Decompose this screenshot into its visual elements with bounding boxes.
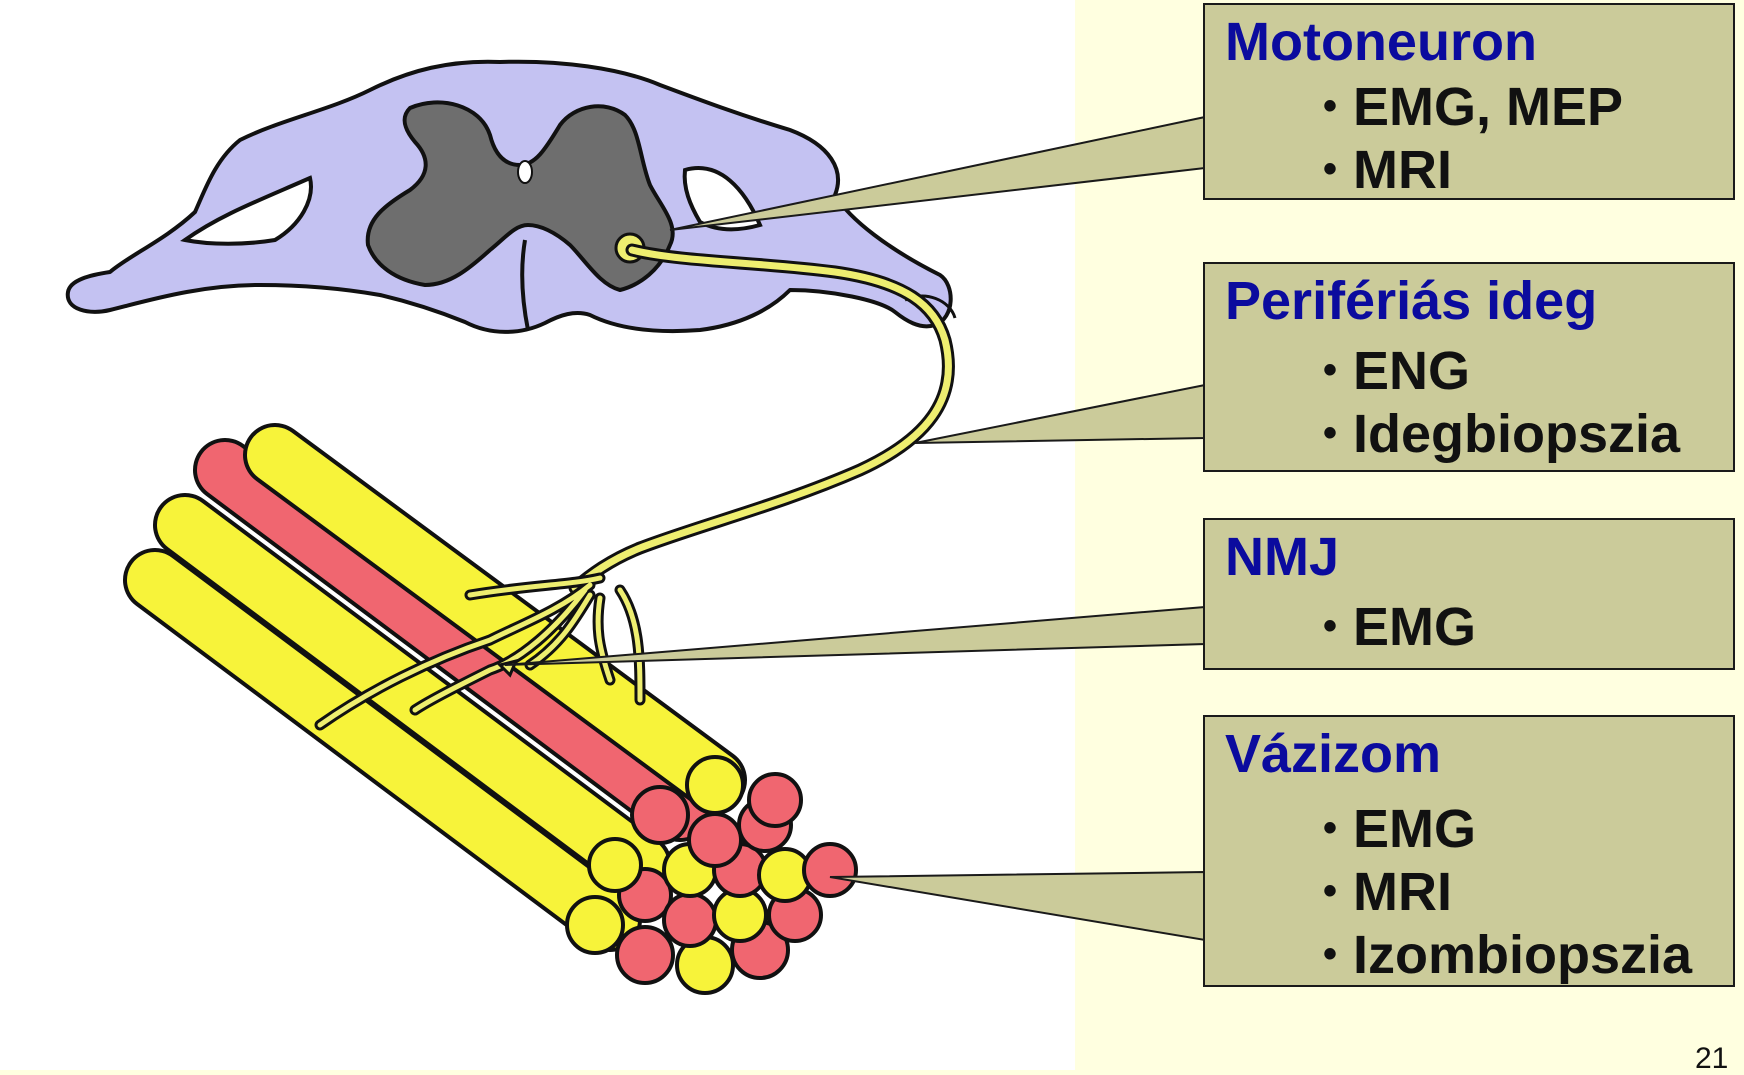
central-canal: [518, 161, 532, 183]
callout-item-label: MRI: [1353, 862, 1452, 922]
neuromuscular-diagram: [0, 0, 1075, 1070]
callout-item-label: Izombiopszia: [1353, 925, 1692, 985]
callout-title-peripheral-nerve: Perifériás ideg: [1225, 274, 1597, 328]
callout-item-label: EMG: [1353, 799, 1476, 859]
callout-title-nmj: NMJ: [1225, 530, 1339, 584]
callout-title-skeletal-muscle: Vázizom: [1225, 727, 1441, 781]
callout-item-label: EMG: [1353, 597, 1476, 657]
bullet-icon: •: [1323, 934, 1353, 974]
bullet-icon: •: [1323, 808, 1353, 848]
bullet-icon: •: [1323, 606, 1353, 646]
callout-item-izombiopszia: •Izombiopszia: [1323, 928, 1692, 982]
illustration-panel: [0, 0, 1075, 1070]
callout-motoneuron: Motoneuron •EMG, MEP •MRI: [1203, 3, 1735, 200]
callout-item-label: MRI: [1353, 140, 1452, 200]
spinal-cord-cross-section: [68, 62, 955, 332]
callout-item-idegbiopszia: •Idegbiopszia: [1323, 407, 1680, 461]
bullet-icon: •: [1323, 86, 1353, 126]
callout-item-emg: •EMG: [1323, 600, 1476, 654]
bullet-icon: •: [1323, 413, 1353, 453]
callout-item-label: EMG, MEP: [1353, 77, 1623, 137]
callout-title-motoneuron: Motoneuron: [1225, 15, 1537, 69]
bullet-icon: •: [1323, 871, 1353, 911]
callout-item-emg-mep: •EMG, MEP: [1323, 80, 1623, 134]
callout-peripheral-nerve: Perifériás ideg •ENG •Idegbiopszia: [1203, 262, 1735, 472]
callout-item-label: ENG: [1353, 341, 1470, 401]
callout-item-emg: •EMG: [1323, 802, 1476, 856]
bullet-icon: •: [1323, 149, 1353, 189]
callout-skeletal-muscle: Vázizom •EMG •MRI •Izombiopszia: [1203, 715, 1735, 987]
callout-item-mri: •MRI: [1323, 143, 1452, 197]
callout-item-eng: •ENG: [1323, 344, 1470, 398]
bullet-icon: •: [1323, 350, 1353, 390]
muscle-fiber-bundle: [155, 455, 856, 993]
callout-item-mri: •MRI: [1323, 865, 1452, 919]
callout-item-label: Idegbiopszia: [1353, 404, 1680, 464]
callout-nmj: NMJ •EMG: [1203, 518, 1735, 670]
